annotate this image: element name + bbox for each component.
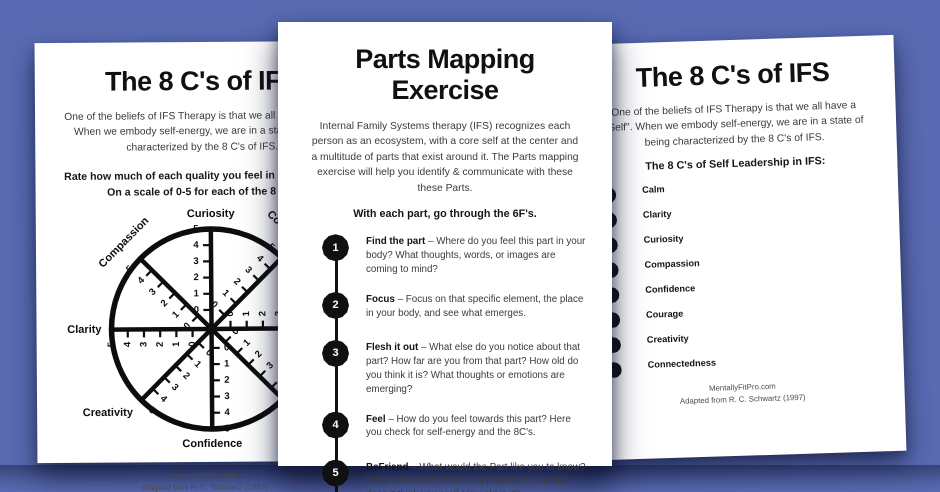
c-item-text: Compassion [644,258,700,271]
c-item-text: Creativity [646,333,689,346]
wheel-tick-number: 3 [224,391,229,402]
center-page-subheading: With each part, go through the 6F's. [353,208,537,221]
wheel-spoke-label: Confidence [182,438,242,450]
c-list-item: - Having the strength to overcome threat… [604,303,876,329]
wheel-tick-number: 3 [147,287,159,298]
wheel-tick-number: 1 [220,288,232,300]
wheel-tick-number: 0 [187,341,198,346]
wheel-tick-number: 5 [146,405,158,417]
bottom-shadow [0,465,940,492]
c-list-item: - Serenity regardless of circumstances. … [600,178,872,204]
c-list-item: - A strong desire to non-judgmentally ex… [602,228,874,254]
wheel-tick-number: 2 [155,342,166,347]
wheel-tick-number: 5 [124,263,136,275]
right-page-list-heading: The 8 C's of Self Leadership in IFS: [645,155,826,174]
wheel-tick-number: 0 [203,347,214,359]
step-number-badge: 3 [322,339,349,367]
wheel-tick-number: 4 [158,393,170,405]
wheel-tick-number: 0 [225,311,236,316]
step-number-badge: 2 [322,291,349,319]
wheel-tick-number: 0 [182,321,194,332]
step-row: 1 Find the part – Where do you feel this … [322,234,586,277]
wheel-tick-number: 1 [224,359,230,370]
wheel-tick-number: 5 [193,224,199,235]
wheel-spoke-label: Curiosity [187,208,236,220]
wheel-tick-number: 3 [139,342,150,347]
right-page-intro: One of the beliefs of IFS Therapy is tha… [604,100,864,149]
wheel-tick-number: 2 [231,276,242,288]
wheel-tick-number: 3 [169,382,180,394]
step-text: Feel – How do you feel towards this part… [366,413,571,439]
c-item-text: Courage [645,308,684,321]
c-list-item: - A flow state, where your imagination i… [605,328,877,354]
wheel-tick-number: 4 [224,407,230,418]
step-row: 4 Feel – How do you feel towards this par… [322,411,586,445]
c-item-text: Curiosity [643,233,684,246]
c-list-item: - The ability to perceive situations cle… [601,203,873,229]
c-list-item: - The ability to stay fully present in a… [603,278,875,304]
wheel-tick-number: 2 [180,370,191,382]
c-list-item: - Being open-hearted, present, and appre… [602,253,874,279]
step-row: 2 Focus – Focus on that specific element,… [322,291,586,325]
center-worksheet-page: Parts Mapping Exercise Internal Family S… [278,22,612,492]
step-row: 5 BeFriend – What would the Part like you… [322,459,586,492]
wheel-tick-number: 0 [224,342,229,353]
step-text: Focus – Focus on that specific element, … [366,293,584,319]
wheel-tick-number: 4 [193,240,199,251]
wheel-tick-number: 1 [241,337,253,349]
six-f-steps: 1 Find the part – Where do you feel this … [304,234,586,492]
wheel-tick-number: 0 [194,305,199,316]
wheel-tick-number: 3 [243,265,254,277]
step-text: BeFriend – What would the Part like you … [366,461,586,492]
wheel-tick-number: 2 [257,311,268,316]
wheel-spoke-label: Clarity [67,324,102,336]
step-text: Find the part – Where do you feel this p… [366,236,586,275]
center-page-intro: Internal Family Systems therapy (IFS) re… [311,121,579,194]
right-page-title: The 8 C's of IFS [635,56,830,93]
step-row: 3 Flesh it out – What else do you notice … [322,339,586,397]
step-number-badge: 5 [322,459,349,487]
c-item-text: Calm [641,184,665,196]
center-page-title: Parts Mapping Exercise [355,44,535,105]
wheel-tick-number: 4 [136,275,148,287]
step-text: Flesh it out – What else do you notice a… [366,341,581,395]
c-list-item: - Feeling connected to others, lower def… [605,353,877,379]
wheel-tick-number: 1 [171,341,182,347]
wheel-tick-number: 4 [254,253,266,265]
wheel-tick-number: 0 [230,326,242,337]
eight-cs-list: - Serenity regardless of circumstances. … [600,178,878,378]
wheel-spoke-label: Creativity [83,407,134,419]
wheel-tick-number: 5 [265,242,277,254]
wheel-tick-number: 1 [194,288,200,299]
wheel-tick-number: 2 [159,298,171,309]
wheel-tick-number: 3 [264,360,276,371]
step-number-badge: 1 [322,234,349,262]
wheel-tick-number: 1 [241,310,252,316]
steps-connector-line [335,248,338,492]
wheel-tick-number: 3 [193,256,198,267]
c-item-text: Confidence [645,283,696,296]
step-number-badge: 4 [322,411,349,439]
wheel-tick-number: 5 [106,341,117,347]
wheel-tick-number: 2 [193,272,198,283]
right-page-footer: MentallyFitPro.com Adapted from R. C. Sc… [679,382,806,407]
wheel-tick-number: 2 [253,349,265,360]
wheel-tick-number: 4 [122,341,133,347]
c-item-text: Connectedness [647,357,717,371]
wheel-tick-number: 1 [192,359,204,371]
wheel-tick-number: 2 [224,375,229,386]
wheel-tick-number: 1 [170,309,182,321]
wheel-tick-number: 5 [225,423,231,434]
wheel-tick-number: 0 [208,299,219,311]
c-item-text: Clarity [642,209,672,221]
